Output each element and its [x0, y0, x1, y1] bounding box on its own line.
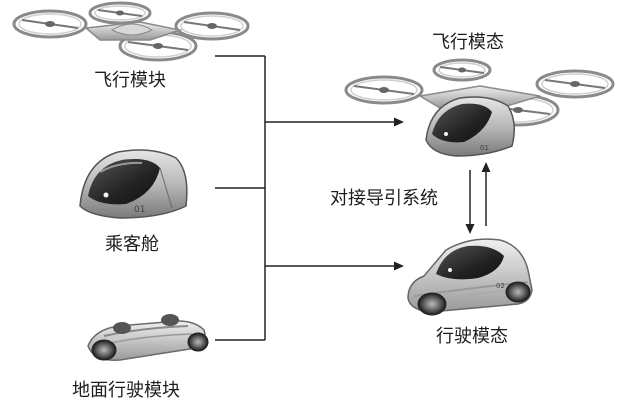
- ground-drive-module-label: 地面行驶模块: [72, 380, 180, 402]
- flight-module-label: 飞行模块: [94, 70, 166, 92]
- arrowhead-drive-mode: [394, 262, 404, 271]
- passenger-cabin-label: 乘客舱: [105, 234, 159, 256]
- rotor-ring: [346, 77, 422, 103]
- arrowhead-docking-up: [482, 162, 491, 172]
- rotor-ring: [14, 11, 86, 37]
- drive-mode-illustration: 02: [408, 239, 532, 315]
- rotor-ring: [90, 3, 150, 23]
- ground-drive-module-illustration: [88, 314, 208, 360]
- cabin-badge: 01: [134, 205, 145, 215]
- drive-mode-badge: 02: [496, 282, 505, 290]
- passenger-cabin-illustration: 01: [80, 150, 187, 218]
- rotor-ring: [537, 71, 613, 97]
- flight-mode-illustration: 01: [346, 60, 613, 156]
- rotor-ring: [176, 13, 248, 39]
- drive-mode-label: 行驶模态: [436, 326, 508, 348]
- flight-mode-label: 飞行模态: [432, 32, 504, 54]
- flight-mode-badge: 01: [480, 144, 489, 152]
- flight-module-illustration: [14, 3, 248, 60]
- docking-guidance-system-label: 对接导引系统: [330, 188, 438, 210]
- arrowhead-docking-down: [466, 224, 475, 234]
- arrowhead-flight-mode: [394, 118, 404, 127]
- rotor-ring: [434, 60, 490, 80]
